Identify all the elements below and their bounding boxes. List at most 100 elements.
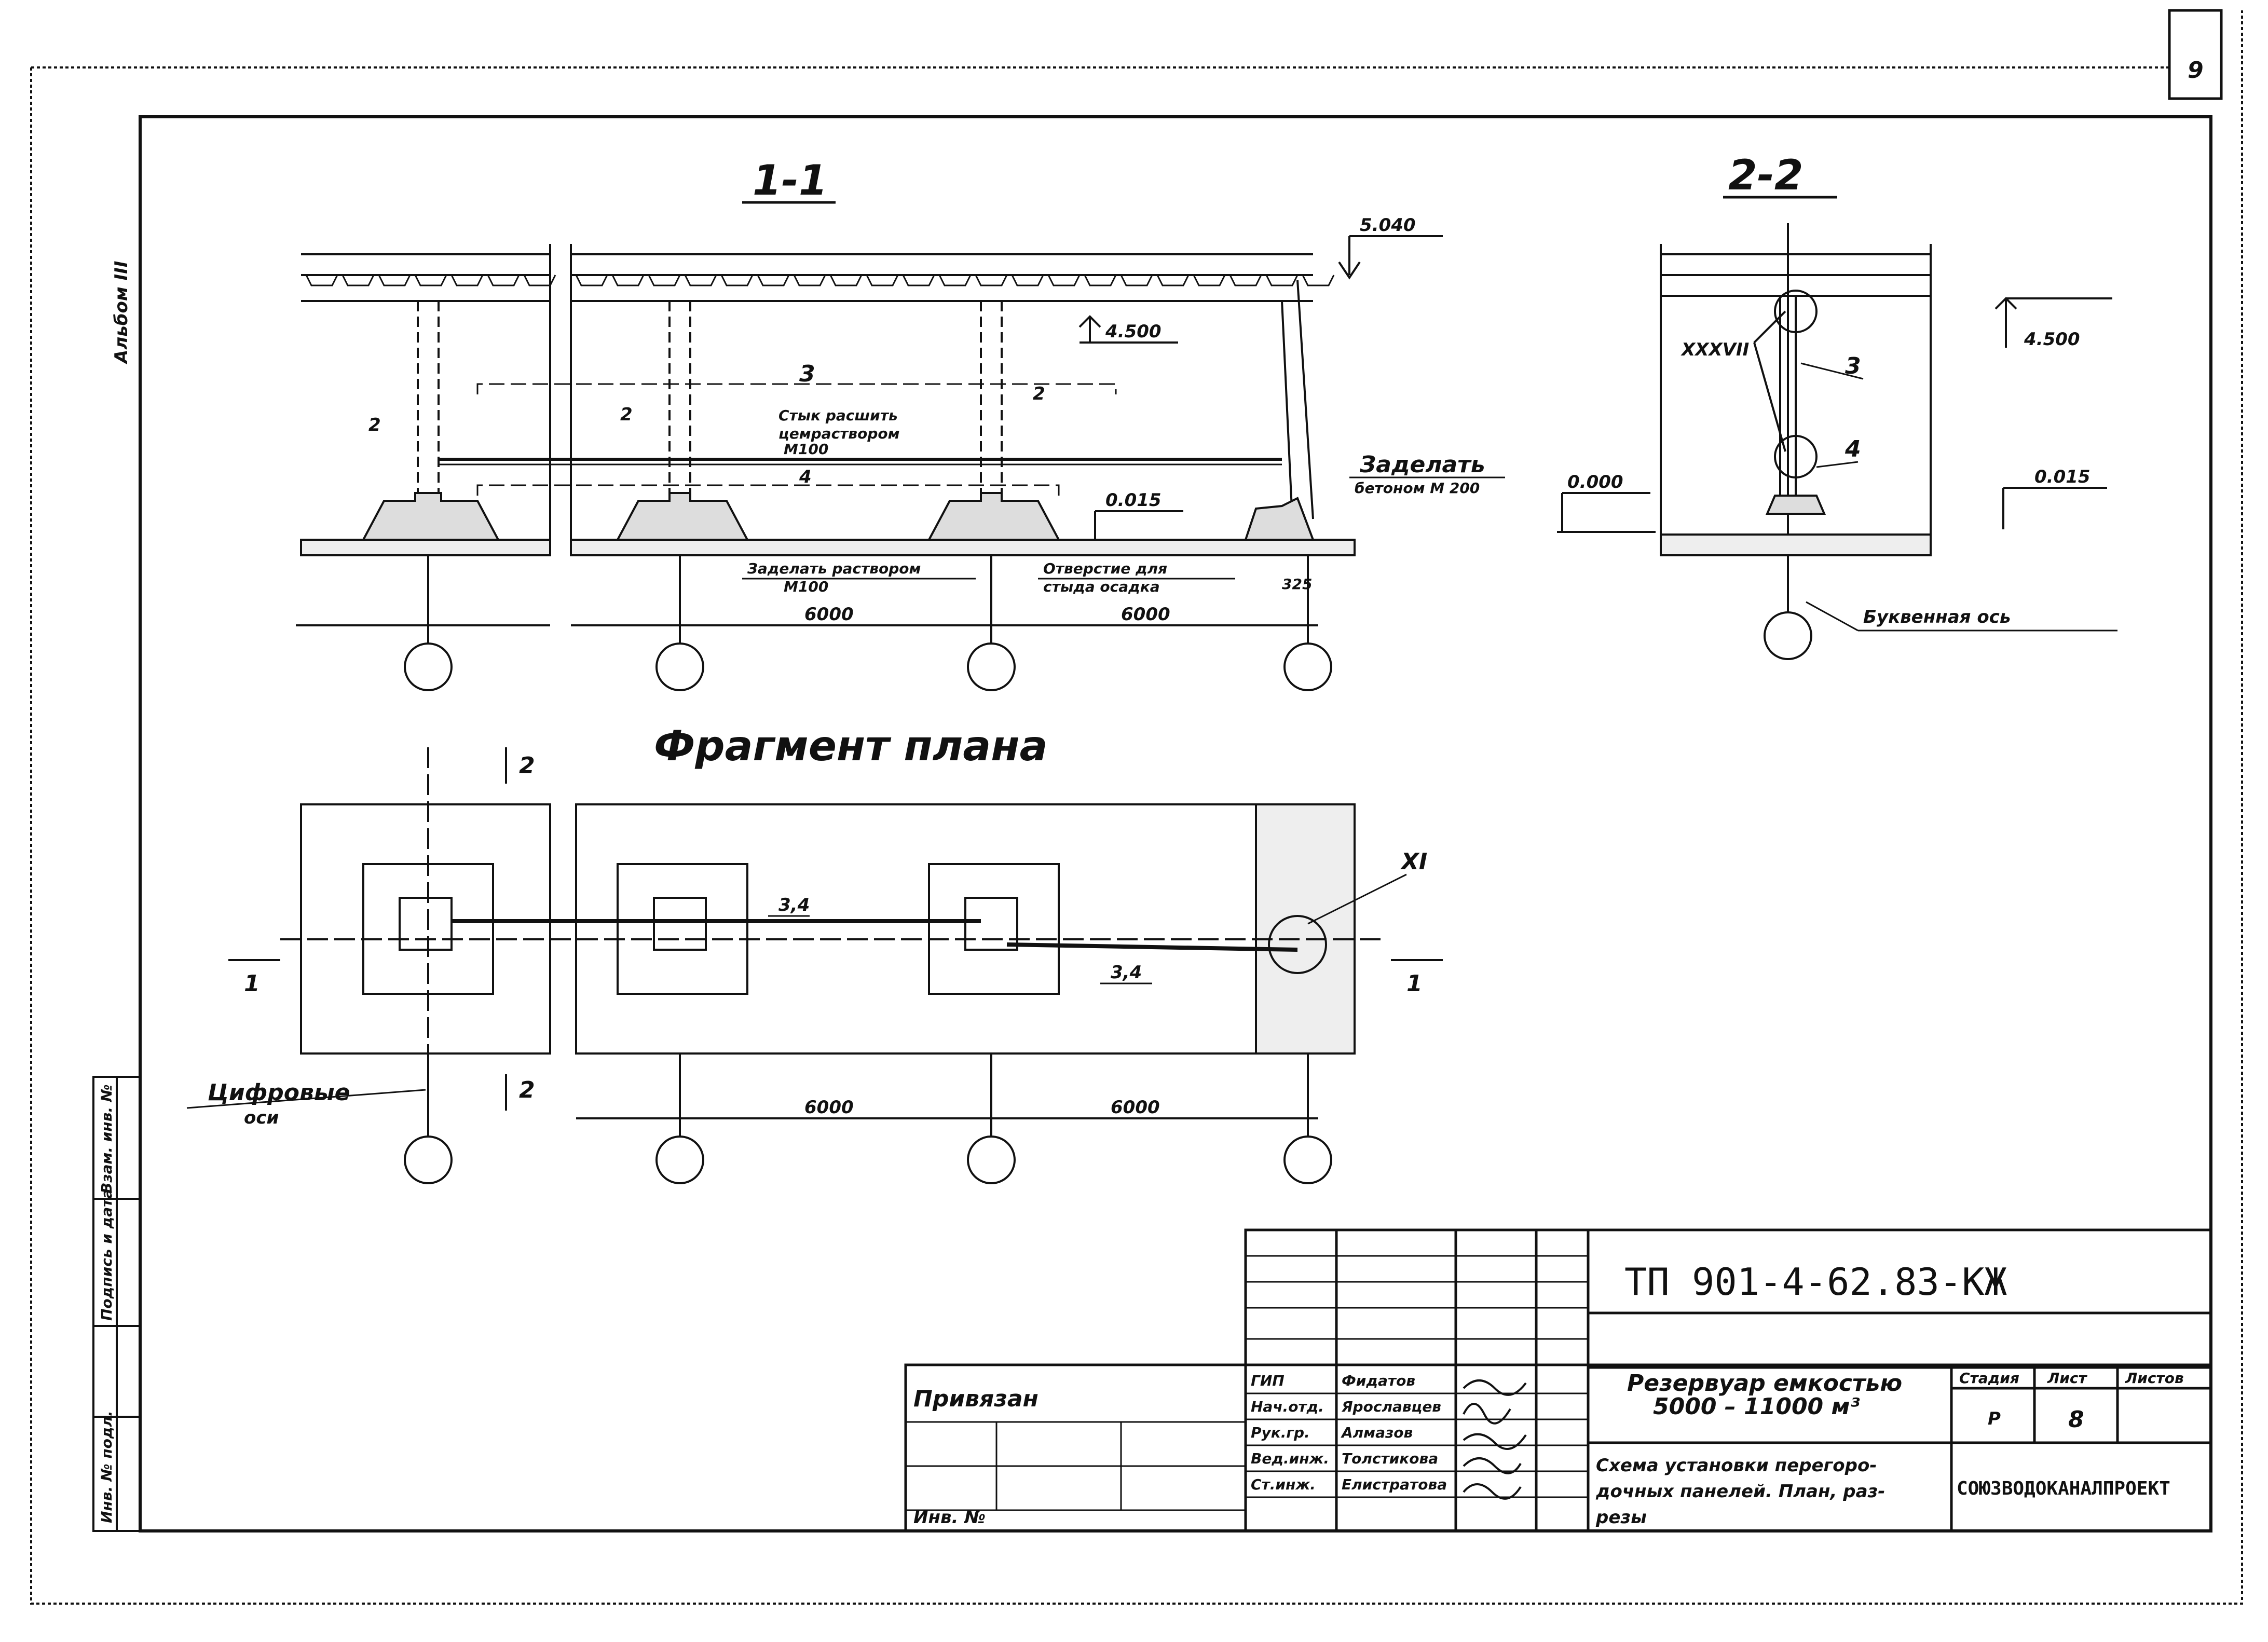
note-fill-1: Заделать [1359, 451, 1485, 478]
plan-dim-2: 6000 [1111, 1097, 1160, 1118]
note-fill-2: бетоном М 200 [1355, 480, 1480, 497]
elevation-marks-2-2 [1557, 297, 2112, 533]
stamp-sheet-no: 8 [2068, 1406, 2084, 1433]
stamp-name-3: Алмазов [1341, 1424, 1413, 1441]
roof-rib [1156, 275, 1190, 286]
panel-label-4: 4 [799, 467, 812, 487]
stamp-org: СОЮЗВОДОКАНАЛПРОЕКТ [1957, 1478, 2170, 1499]
note-joint-2: цемраствором [778, 425, 900, 442]
roof-rib [1229, 275, 1262, 286]
axis-bubble-letter [1764, 611, 1812, 660]
stamp-project-2: 5000 – 11000 м³ [1653, 1393, 1860, 1420]
stamp-name-5: Елистратова [1342, 1476, 1447, 1493]
album-label: Альбом III [111, 261, 132, 365]
roof-rib [938, 275, 972, 286]
note-joint-3: М100 [784, 441, 828, 458]
note-mortar-2: М100 [784, 578, 828, 595]
node-label-xxxvii: XXXVII [1680, 339, 1749, 360]
node-label-xi: XI [1400, 849, 1427, 875]
stamp-code: ТП 901-4-62.83-КЖ [1624, 1260, 2007, 1304]
roof-rib [1047, 275, 1081, 286]
elev-floor-22: 0.015 [2034, 467, 2091, 487]
panel-label-3: 3 [799, 361, 815, 387]
roof-ribs [305, 275, 1335, 286]
roof-rib [1011, 275, 1044, 286]
stamp-stage-header: Стадия [1959, 1370, 2019, 1387]
stamp-sheets-header: Листов [2125, 1370, 2184, 1387]
dim-span-2: 6000 [1121, 604, 1170, 625]
note-joint-1: Стык расшить [778, 407, 898, 424]
roof-rib [1120, 275, 1153, 286]
cut-label-1-right: 1 [1406, 970, 1423, 997]
axis-note-letter: Буквенная ось [1863, 607, 2011, 627]
cut-label-2-bottom: 2 [519, 1077, 535, 1103]
left-strip [92, 1076, 141, 1532]
elev-top-label: 5.040 [1360, 215, 1416, 236]
stamp-sheet-header: Лист [2047, 1370, 2087, 1387]
roof-rib [414, 275, 447, 286]
roof-rib [1193, 275, 1226, 286]
stamp-sheet-title-1: Схема установки перегоро- [1596, 1455, 1877, 1476]
stamp-sheet-title-2: дочных панелей. План, раз- [1595, 1481, 1885, 1502]
plan-dimension [404, 1053, 1332, 1184]
roof-rib [1084, 275, 1117, 286]
stamp-sheet-title-3: резы [1595, 1507, 1647, 1528]
stamp-role-5: Ст.инж. [1251, 1476, 1316, 1493]
panels-3-4 [439, 383, 1282, 496]
note-hole-1: Отверстие для [1043, 560, 1167, 577]
roof-slabs [301, 253, 1313, 302]
panel-label-4-22: 4 [1845, 436, 1861, 462]
title-block [904, 1228, 2212, 1532]
cut-label-2-top: 2 [519, 752, 535, 779]
roof-rib [648, 275, 681, 286]
cut-marks [228, 747, 1443, 1111]
roof-rib [866, 275, 899, 286]
roof-rib [829, 275, 863, 286]
stamp-role-3: Рук.гр. [1251, 1424, 1310, 1441]
section-1-1: 1-1 [296, 156, 1505, 691]
stamp-role-2: Нач.отд. [1251, 1398, 1324, 1415]
plan-label-34-a: 3,4 [778, 895, 810, 915]
section-2-2-title: 2-2 [1728, 151, 1804, 199]
dimension-1-1 [296, 555, 1332, 691]
roof-rib [575, 275, 608, 286]
strip-sign-label: Подпись и дата [98, 1189, 115, 1321]
title-block-rows [906, 1255, 1588, 1511]
stamp-tied: Привязан [913, 1386, 1039, 1412]
strip-inv-label: Инв. № подл. [98, 1411, 115, 1523]
signature-marks [1463, 1379, 1527, 1500]
plan-outline [280, 747, 1381, 1121]
sheet-number: 9 [2188, 57, 2204, 84]
elevation-marks-1-1 [1078, 235, 1443, 540]
plan-title: Фрагмент плана [654, 722, 1048, 770]
roof-rib [793, 275, 826, 286]
cut-label-1-left: 1 [244, 970, 260, 997]
stamp-project-1: Резервуар емкостью [1627, 1370, 1902, 1397]
roof-rib [757, 275, 790, 286]
note-mortar-1: Заделать раствором [747, 560, 921, 577]
roof-rib [450, 275, 484, 286]
roof-rib [684, 275, 717, 286]
plan-fragment: Фрагмент плана 3,4 3,4 XI 1 1 2 2 [186, 722, 1443, 1184]
roof-rib [902, 275, 935, 286]
plan-axis-note-2: оси [244, 1107, 279, 1128]
foundations-1-1 [300, 492, 1356, 556]
roof-rib [1265, 275, 1299, 286]
roof-rib [378, 275, 411, 286]
strip-replace-label: Взам. инв. № [98, 1084, 115, 1194]
elev-beam-22: 4.500 [2024, 329, 2080, 350]
roof-rib [487, 275, 520, 286]
dim-span-1: 6000 [804, 604, 854, 625]
plan-dim-1: 6000 [804, 1097, 854, 1118]
roof-rib [341, 275, 375, 286]
roof-rib [720, 275, 754, 286]
elev-beam-label: 4.500 [1105, 321, 1162, 342]
stamp-role-4: Вед.инж. [1251, 1450, 1329, 1467]
stamp-name-2: Ярославцев [1341, 1398, 1441, 1415]
note-hole-2: стыда осадка [1043, 578, 1160, 595]
roof-rib [305, 275, 338, 286]
elev-floor-label: 0.015 [1105, 490, 1162, 511]
column-label-2c: 2 [1033, 384, 1045, 404]
stamp-role-1: ГИП [1251, 1372, 1285, 1389]
